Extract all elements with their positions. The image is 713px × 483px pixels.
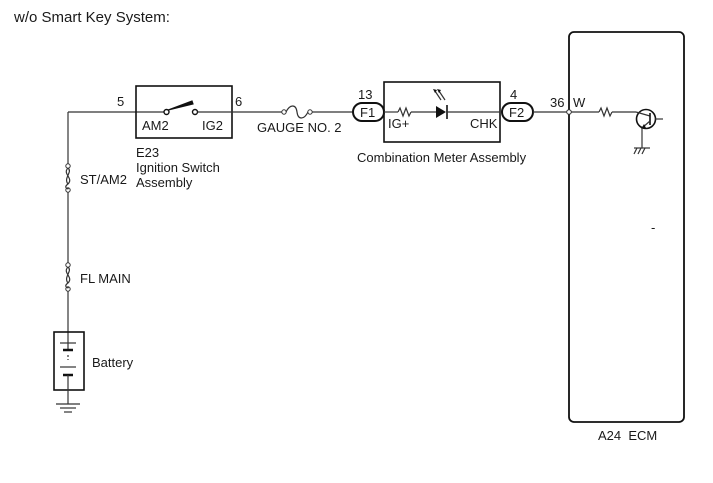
pin-13: 13	[358, 87, 372, 102]
transistor-icon	[635, 108, 663, 148]
pin-5: 5	[117, 94, 124, 109]
pin-4: 4	[510, 87, 517, 102]
diagram-title: w/o Smart Key System:	[13, 9, 170, 26]
gauge-fuse-label: GAUGE NO. 2	[257, 120, 342, 135]
battery-icon	[53, 331, 85, 404]
switch-contact-icon	[138, 100, 232, 116]
ignition-switch-name-1: Ignition Switch	[136, 160, 220, 175]
ecm-dash-mark: -	[651, 220, 655, 235]
battery-label: Battery	[92, 355, 134, 370]
ground-icon	[56, 403, 80, 413]
connector-f1-label: F1	[360, 105, 375, 120]
ig-plus-terminal: IG+	[388, 116, 409, 131]
ecm-resistor-icon	[571, 106, 636, 118]
meter-resistor-icon	[384, 106, 436, 118]
connector-f2-label: F2	[509, 105, 524, 120]
ignition-switch-code: E23	[136, 145, 159, 160]
fl-main-fusible-link-icon	[65, 262, 71, 292]
gauge-fuse-icon	[281, 105, 313, 119]
chk-terminal: CHK	[470, 116, 498, 131]
ecm-label: A24 ECM	[598, 428, 657, 443]
pin-36: 36	[550, 95, 564, 110]
am2-terminal: AM2	[142, 118, 169, 133]
combination-meter-label: Combination Meter Assembly	[357, 150, 527, 165]
ig2-terminal: IG2	[202, 118, 223, 133]
st-am2-label: ST/AM2	[80, 172, 127, 187]
ecm-ground-icon	[633, 147, 650, 155]
pin-6: 6	[235, 94, 242, 109]
ignition-switch-name-2: Assembly	[136, 175, 193, 190]
fl-main-label: FL MAIN	[80, 271, 131, 286]
wire-color-label: W	[573, 95, 586, 110]
ecm-terminal-icon	[566, 109, 572, 115]
check-engine-led-icon	[433, 89, 500, 119]
st-am2-fusible-link-icon	[65, 163, 71, 193]
ecm-box	[568, 31, 685, 423]
